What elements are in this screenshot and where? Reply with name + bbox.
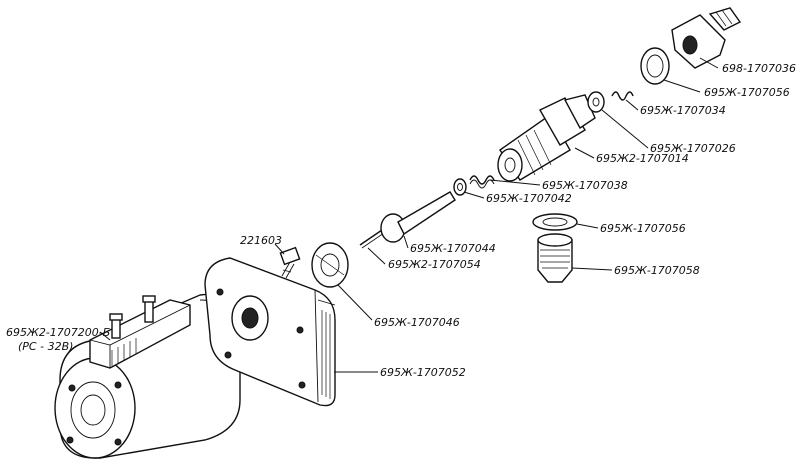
- bolt-221603: [279, 246, 301, 279]
- label-1707200b: 695Ж2-1707200-Б: [6, 326, 110, 339]
- pump-flange-plate: [204, 257, 336, 407]
- spring-1707038: [469, 175, 495, 189]
- barrel-1707014: [497, 94, 596, 182]
- leader-lines: [99, 57, 719, 373]
- nozzle-1707058: [537, 233, 573, 283]
- label-1707056-top: 695Ж-1707056: [704, 86, 790, 99]
- label-1707056-mid: 695Ж-1707056: [600, 222, 686, 235]
- terminal-stud-right: [142, 295, 156, 323]
- label-1707058: 695Ж-1707058: [614, 264, 700, 277]
- label-1707026: 695Ж-1707026: [650, 142, 736, 155]
- washer-1707056-top: [640, 47, 670, 85]
- plunger-1707044: [380, 191, 456, 243]
- washer-1707056-mid: [532, 213, 578, 231]
- label-1707046: 695Ж-1707046: [374, 316, 460, 329]
- label-rs32v: (РС - 32В): [18, 340, 73, 353]
- label-1707054: 695Ж2-1707054: [388, 258, 481, 271]
- label-1707036: 698-1707036: [722, 62, 796, 75]
- terminal-stud-left: [109, 313, 123, 339]
- spring-1707034: [611, 91, 634, 101]
- label-1707044: 695Ж-1707044: [410, 242, 496, 255]
- pin-1707054: [359, 229, 385, 249]
- label-221603: 221603: [240, 234, 282, 247]
- label-1707014: 695Ж2-1707014: [596, 152, 689, 165]
- terminal-block: [89, 299, 191, 369]
- valve-1707026: [587, 91, 605, 113]
- fitting-1707036: [671, 7, 742, 69]
- washer-1707042: [453, 178, 467, 196]
- label-1707034: 695Ж-1707034: [640, 104, 726, 117]
- label-1707042: 695Ж-1707042: [486, 192, 572, 205]
- label-1707038: 695Ж-1707038: [542, 179, 628, 192]
- motor-housing: [54, 293, 241, 459]
- label-1707052: 695Ж-1707052: [380, 366, 466, 379]
- nut-1707046: [311, 242, 349, 288]
